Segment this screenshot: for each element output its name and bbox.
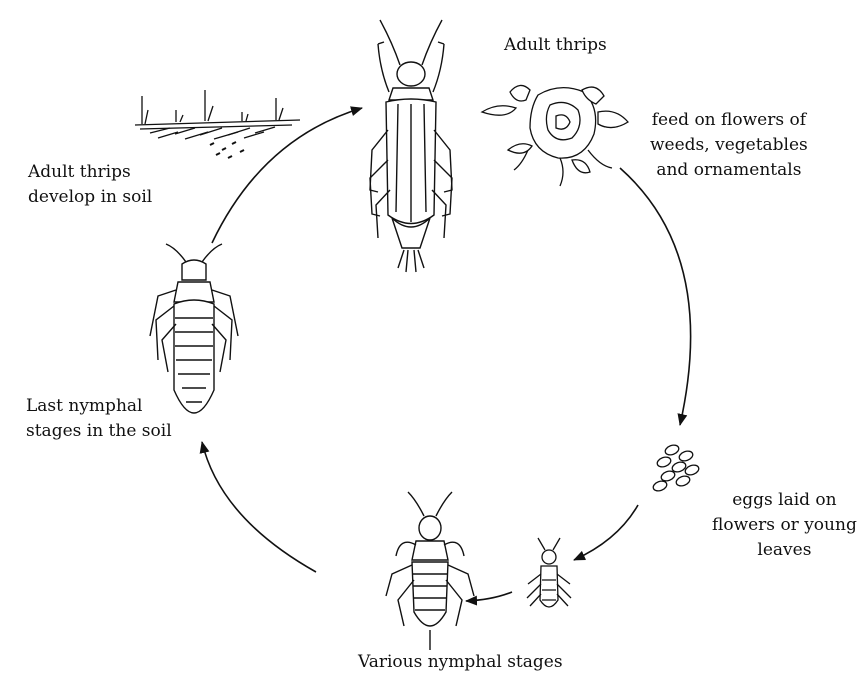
label-eggs-line-2: flowers or young — [712, 513, 857, 538]
arrow-eggs-to-nymph — [574, 505, 638, 560]
eggs-illustration — [652, 443, 700, 492]
label-feed-line-2: weeds, vegetables — [650, 133, 808, 158]
label-various-nymphal-stages: Various nymphal stages — [358, 650, 563, 675]
label-eggs-laid: eggs laid on flowers or young leaves — [712, 488, 857, 563]
label-last-nymphal-stages: Last nymphal stages in the soil — [26, 394, 172, 444]
large-nymph-illustration — [386, 492, 474, 650]
last-nymph-illustration — [150, 244, 238, 413]
small-nymph-illustration — [527, 538, 571, 607]
label-develop-line-2: develop in soil — [28, 185, 152, 210]
label-adult-thrips-develop: Adult thrips develop in soil — [28, 160, 152, 210]
label-eggs-line-3: leaves — [712, 538, 857, 563]
soil-illustration — [135, 90, 300, 158]
label-eggs-line-1: eggs laid on — [712, 488, 857, 513]
label-feed-line-1: feed on flowers of — [650, 108, 808, 133]
label-feed-on-flowers: feed on flowers of weeds, vegetables and… — [650, 108, 808, 183]
label-adult-thrips: Adult thrips — [504, 33, 607, 58]
label-last-line-1: Last nymphal — [26, 394, 172, 419]
arrow-soil-to-adult — [212, 108, 362, 243]
label-develop-line-1: Adult thrips — [28, 160, 152, 185]
arrow-flowers-to-eggs — [620, 168, 691, 425]
flower-illustration — [482, 85, 628, 186]
label-last-line-2: stages in the soil — [26, 419, 172, 444]
label-feed-line-3: and ornamentals — [650, 158, 808, 183]
adult-thrips-illustration — [370, 20, 452, 272]
arrow-nymph-to-soil — [202, 442, 316, 572]
